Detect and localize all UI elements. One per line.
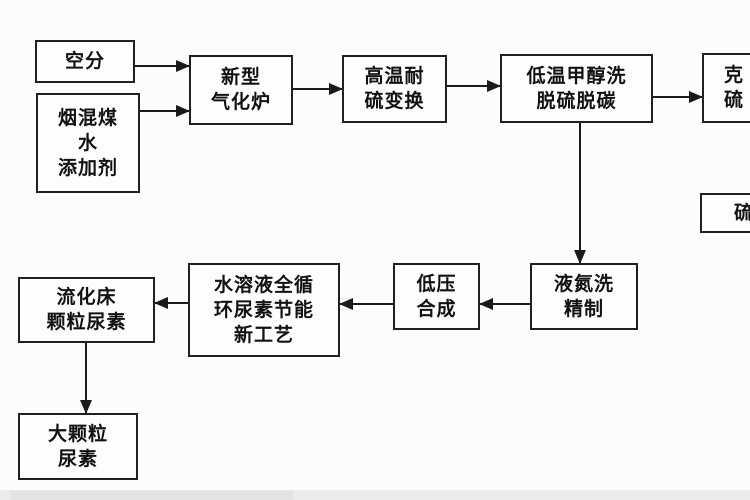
node-large-granule-urea: 大颗粒 尿素 bbox=[18, 413, 138, 480]
node-urea-full-cycle-process: 水溶液全循 环尿素节能 新工艺 bbox=[188, 263, 340, 357]
node-gasifier: 新型 气化炉 bbox=[189, 55, 293, 125]
node-methanol-wash: 低温甲醇洗 脱硫脱碳 bbox=[500, 54, 653, 123]
node-claus-sulfur-recovery-cutoff: 克 硫 bbox=[702, 53, 750, 123]
node-coal-water-additive: 烟混煤 水 添加剂 bbox=[36, 93, 140, 193]
node-sulfur-tolerant-shift: 高温耐 硫变换 bbox=[342, 55, 447, 123]
node-low-pressure-synthesis: 低压 合成 bbox=[393, 263, 480, 330]
node-fluidized-bed-granular-urea: 流化床 颗粒尿素 bbox=[18, 277, 155, 343]
node-liquid-nitrogen-wash: 液氮洗 精制 bbox=[530, 263, 638, 330]
bottom-edge-strip-left bbox=[10, 491, 293, 500]
node-sulfur-cutoff: 硫 bbox=[700, 193, 750, 233]
node-air-separation: 空分 bbox=[35, 40, 135, 83]
bottom-edge-strip bbox=[0, 490, 750, 500]
